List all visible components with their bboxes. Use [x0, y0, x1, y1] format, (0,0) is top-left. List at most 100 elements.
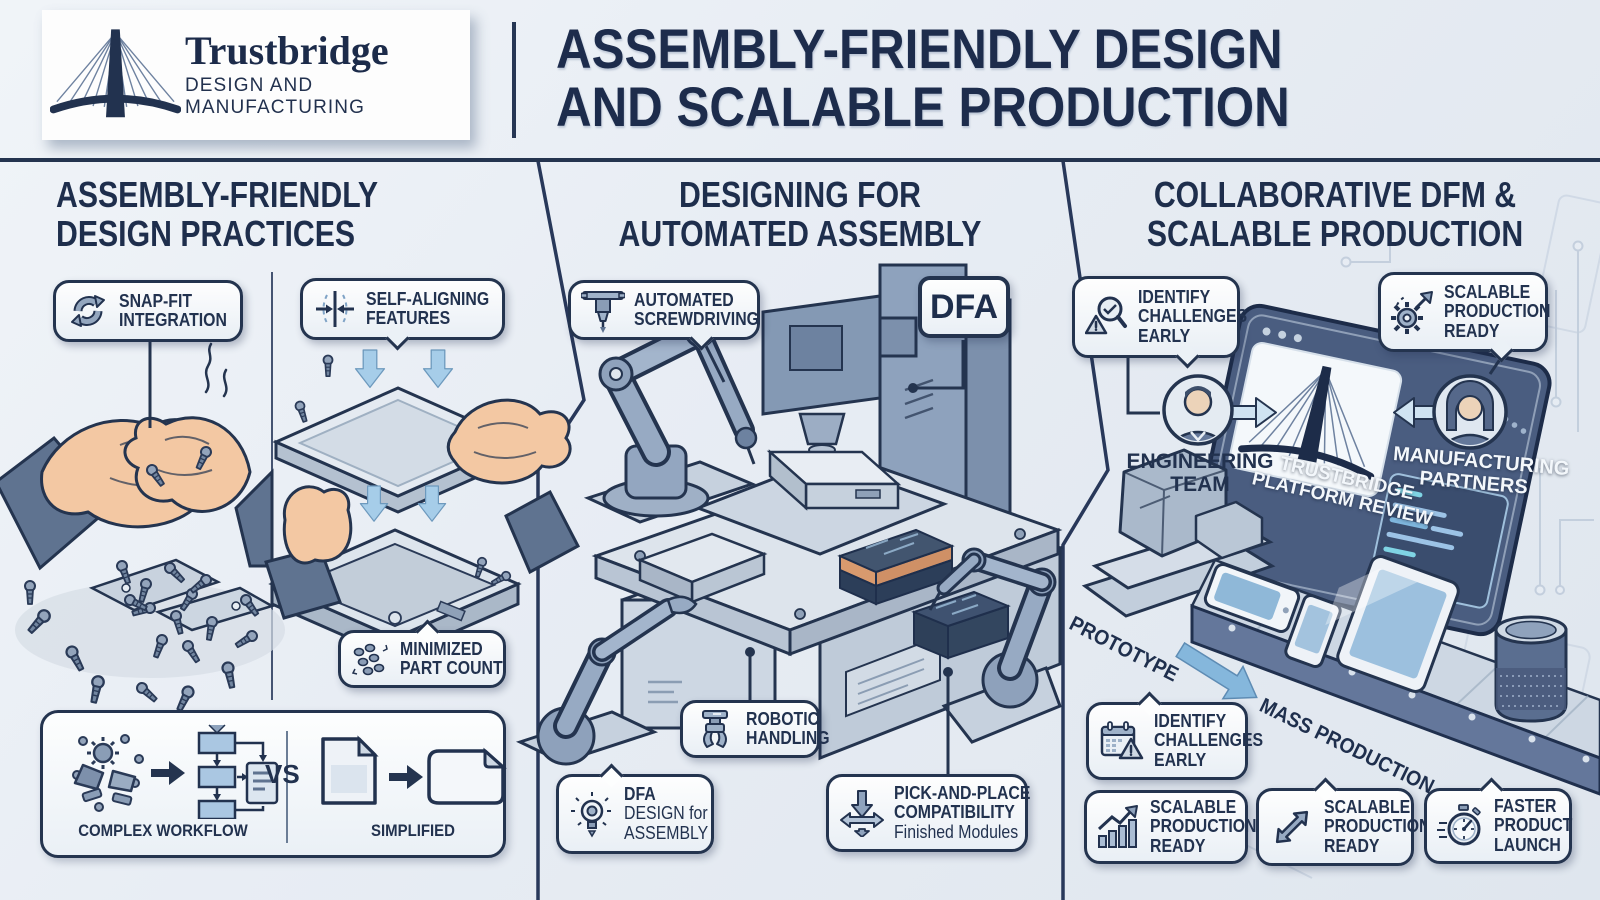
robotic-label-line2: HANDLING	[746, 728, 830, 748]
pick-and-place-icon	[840, 790, 884, 837]
engineering-team-line1: ENGINEERING	[1126, 450, 1274, 473]
parts-pile-icon	[72, 734, 144, 812]
workflow-comparison-box: VS COMPLEX WORKFLOW SIMPLIFIED	[40, 710, 507, 858]
document-icon	[321, 735, 379, 805]
minimized-label-line1: MINIMIZED	[400, 638, 483, 659]
identify-bottom-line3: EARLY	[1154, 749, 1207, 770]
brand-logo-card: Trustbridge DESIGN AND MANUFACTURING	[42, 10, 470, 140]
engineering-team-line2: TEAM	[1170, 473, 1230, 497]
robotic-handling-icon	[702, 710, 728, 748]
robotic-label-line1: ROBOTIC	[746, 708, 820, 729]
prototype-illustration	[1081, 448, 1276, 700]
flowchart-icon	[197, 724, 279, 819]
left-heading-line2: DESIGN PRACTICES	[56, 212, 356, 254]
right-arrow-icon	[389, 765, 423, 789]
minimized-part-count-callout: MINIMIZED PART COUNT	[338, 619, 506, 688]
scale-arrows-icon	[1275, 810, 1309, 844]
right-arrow-icon	[151, 761, 185, 785]
scalable-arrows-line1: SCALABLE	[1324, 797, 1411, 818]
pick-place-label-line1: PICK-AND-PLACE	[894, 783, 1031, 804]
self-aligning-icon	[316, 291, 354, 327]
left-panel-heading: ASSEMBLY-FRIENDLY DESIGN PRACTICES	[56, 174, 379, 254]
pick-place-label-line2: COMPATIBILITY	[894, 802, 1015, 823]
identify-challenges-top-callout: IDENTIFY CHALLENGES EARLY	[1072, 276, 1247, 369]
scalable-production-chart-callout: SCALABLE PRODUCTION READY	[1084, 790, 1256, 864]
snap-fit-assembly-illustration	[264, 349, 581, 660]
right-heading-line2: SCALABLE PRODUCTION	[1146, 212, 1524, 254]
screwdriving-label-line1: AUTOMATED	[634, 289, 734, 310]
snap-fit-icon	[71, 295, 105, 327]
scalable-production-top-callout: SCALABLE PRODUCTION READY	[1378, 272, 1551, 363]
scalable-production-arrows-callout: SCALABLE PRODUCTION READY	[1256, 777, 1430, 866]
magnifier-check-icon	[1085, 296, 1127, 335]
pick-and-place-callout: PICK-AND-PLACE COMPATIBILITY Finished Mo…	[826, 774, 1031, 852]
page-title: ASSEMBLY-FRIENDLY DESIGN AND SCALABLE PR…	[556, 20, 1290, 135]
minimized-part-count-icon	[351, 643, 388, 676]
dfa-design-label-line3: ASSEMBLY	[624, 822, 709, 843]
smart-speaker	[1494, 615, 1568, 723]
stopwatch-icon	[1437, 804, 1481, 846]
dfa-design-callout: DFA DESIGN for ASSEMBLY	[556, 763, 714, 854]
self-aligning-callout: SELF-ALIGNING FEATURES	[300, 278, 505, 351]
bridge-logo-icon	[50, 29, 181, 118]
dfa-badge: DFA	[918, 276, 1010, 338]
simplified-label: SIMPLIFIED	[371, 821, 455, 840]
snap-fit-label-line2: INTEGRATION	[119, 310, 227, 330]
dfa-lightbulb-icon	[571, 792, 613, 838]
scalable-chart-line1: SCALABLE	[1150, 797, 1237, 818]
faster-launch-line3: LAUNCH	[1494, 834, 1561, 855]
self-aligning-label-line2: FEATURES	[366, 308, 451, 328]
scalable-top-line3: READY	[1444, 320, 1500, 341]
scalable-top-line2: PRODUCTION	[1444, 301, 1551, 322]
screwdriving-label-line2: SCREWDRIVING	[634, 309, 759, 329]
identify-challenges-bottom-callout: IDENTIFY CHALLENGES EARLY	[1086, 691, 1263, 780]
identify-top-line1: IDENTIFY	[1138, 287, 1211, 308]
dfa-design-label-line1: DFA	[624, 784, 656, 805]
faster-launch-line1: FASTER	[1494, 796, 1557, 817]
page-title-line2: AND SCALABLE PRODUCTION	[556, 74, 1290, 138]
robotic-handling-callout: ROBOTIC HANDLING	[680, 700, 830, 758]
automated-assembly-illustration	[515, 263, 1064, 766]
calendar-alert-icon	[1100, 721, 1144, 760]
pick-place-label-line3: Finished Modules	[894, 821, 1019, 842]
minimized-label-line2: PART COUNT	[400, 658, 503, 678]
snap-fit-callout: SNAP-FIT INTEGRATION	[53, 280, 243, 342]
complex-assembly-illustration	[0, 342, 285, 714]
engineering-team-label: ENGINEERING TEAM	[1118, 450, 1282, 496]
identify-bottom-line2: CHALLENGES	[1154, 730, 1264, 751]
header-rule	[0, 158, 1600, 162]
automated-screwdriving-callout: AUTOMATED SCREWDRIVING	[568, 280, 760, 351]
comparison-divider	[286, 731, 288, 843]
identify-top-line3: EARLY	[1138, 325, 1191, 346]
middle-heading-line2: AUTOMATED ASSEMBLY	[618, 212, 982, 254]
brand-tagline: DESIGN AND MANUFACTURING	[184, 75, 365, 118]
snap-fit-label-line1: SNAP-FIT	[119, 290, 193, 311]
header-divider	[512, 22, 516, 138]
scalable-arrows-line3: READY	[1324, 835, 1380, 856]
page-title-line1: ASSEMBLY-FRIENDLY DESIGN	[556, 17, 1283, 80]
complex-workflow-label: COMPLEX WORKFLOW	[78, 821, 248, 840]
scalable-chart-line2: PRODUCTION	[1150, 816, 1257, 837]
automated-screwdriving-icon	[581, 291, 625, 333]
conveyor-illustration	[1190, 555, 1600, 796]
right-panel-heading: COLLABORATIVE DFM & SCALABLE PRODUCTION	[1129, 174, 1541, 254]
scalable-arrows-line2: PRODUCTION	[1324, 816, 1431, 837]
middle-heading-line1: DESIGNING FOR	[679, 174, 921, 215]
left-heading-line1: ASSEMBLY-FRIENDLY	[56, 174, 379, 215]
self-aligning-label-line1: SELF-ALIGNING	[366, 288, 490, 309]
manufacturing-avatar-icon	[1432, 374, 1508, 450]
faster-launch-line2: PRODUCT	[1494, 815, 1573, 836]
middle-panel-heading: DESIGNING FOR AUTOMATED ASSEMBLY	[603, 174, 998, 254]
identify-top-line2: CHALLENGES	[1138, 306, 1248, 327]
vs-label: VS	[265, 759, 300, 789]
engineer-avatar-icon	[1162, 374, 1234, 446]
scalable-chart-line3: READY	[1150, 835, 1206, 856]
simplified-document-icon	[427, 747, 507, 805]
right-heading-line1: COLLABORATIVE DFM &	[1153, 174, 1517, 215]
growth-chart-icon	[1097, 805, 1138, 848]
platform-bridge-icon	[1238, 365, 1375, 480]
scalable-top-line1: SCALABLE	[1444, 282, 1531, 303]
collaboration-arrows	[1227, 397, 1443, 428]
